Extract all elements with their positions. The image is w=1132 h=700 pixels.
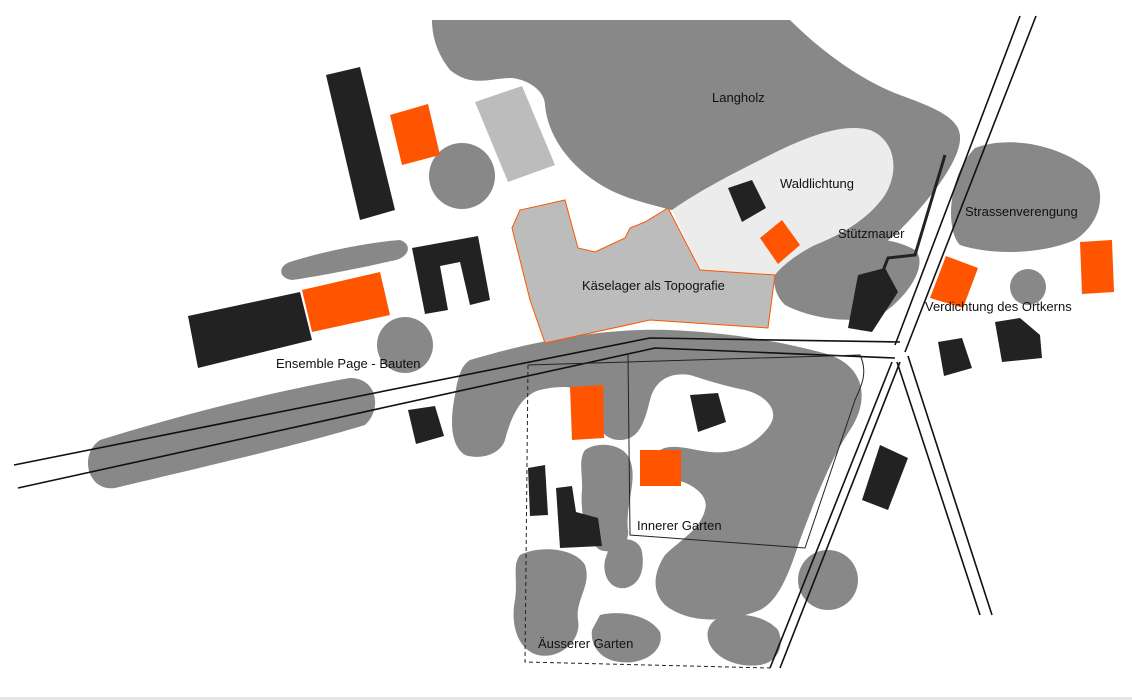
hedge-along-road: [87, 378, 376, 489]
waldlichtung-clearing: [672, 128, 894, 275]
new-building-north: [390, 104, 440, 165]
new-building-east-2: [1080, 240, 1114, 294]
garden-vegetation-bottom-mid: [591, 613, 661, 663]
road-northeast-right: [904, 15, 1037, 353]
garden-vegetation-bottom: [707, 614, 781, 666]
road-diagonal-upper: [13, 337, 901, 466]
label-innerer-garten: Innerer Garten: [637, 518, 722, 533]
roads: [13, 15, 1037, 669]
innerer-garten-boundary: [527, 354, 865, 549]
tree-round-4: [798, 550, 858, 610]
building-road-south: [862, 445, 908, 510]
road-diagonal-lower: [17, 347, 896, 489]
kaeselager-topografie: [511, 199, 776, 344]
road-southeast-left: [896, 361, 981, 616]
tree-round-3: [1010, 269, 1046, 305]
existing-buildings: [188, 67, 1042, 548]
garden-vegetation-main: [452, 329, 862, 620]
label-langholz: Langholz: [712, 90, 765, 105]
new-building-forest: [760, 220, 800, 264]
label-ensemble: Ensemble Page - Bauten: [276, 356, 421, 371]
bottom-rule: [0, 697, 1132, 700]
building-garden-3: [556, 486, 602, 548]
label-waldlichtung: Waldlichtung: [780, 176, 854, 191]
tree-round-2: [377, 317, 433, 373]
existing-building-light: [475, 86, 555, 182]
map-labels: Langholz Waldlichtung Strassenverengung …: [276, 90, 1078, 651]
building-east-2: [995, 318, 1042, 362]
new-building-east-1: [930, 256, 978, 308]
aeusserer-garten-boundary: [524, 364, 771, 669]
building-east-1: [938, 338, 972, 376]
road-southeast-right: [907, 355, 993, 616]
building-u-shape: [412, 236, 490, 314]
strassenverengung-vegetation: [951, 142, 1101, 252]
building-garden-1: [690, 393, 726, 432]
label-verdichtung: Verdichtung des Ortkerns: [925, 299, 1072, 314]
label-kaeselager: Käselager als Topografie: [582, 278, 725, 293]
label-strassenverengung: Strassenverengung: [965, 204, 1078, 219]
building-west-block: [188, 292, 312, 368]
hedge-upper: [281, 240, 408, 280]
new-building-west: [302, 272, 390, 332]
label-stuetzmauer: Stützmauer: [838, 226, 905, 241]
new-building-garden-1: [570, 385, 604, 440]
building-garden-2: [528, 465, 548, 516]
garden-vegetation-left: [513, 549, 587, 656]
new-building-garden-2: [640, 450, 681, 486]
new-buildings: [302, 104, 1114, 486]
garden-vegetation-small: [604, 539, 643, 589]
road-south-left: [769, 361, 893, 669]
tree-round-1: [429, 143, 495, 209]
road-south-right: [779, 361, 901, 669]
building-small-west: [408, 406, 444, 444]
building-stuetzmauer: [848, 268, 898, 332]
road-northeast-left: [894, 15, 1021, 346]
building-forest-small: [728, 180, 766, 222]
label-aeusserer-garten: Äusserer Garten: [538, 636, 633, 651]
building-long-north: [326, 67, 395, 220]
